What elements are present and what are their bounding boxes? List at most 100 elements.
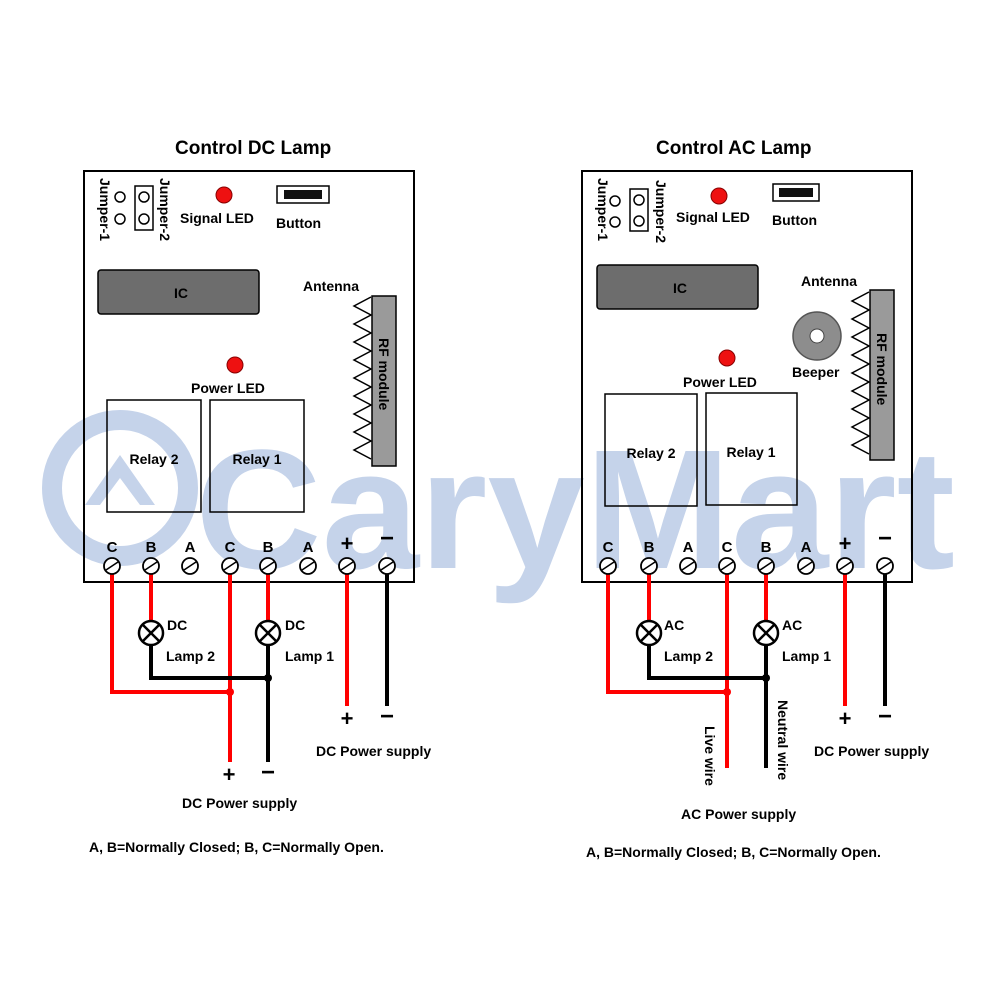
ac-screw-minus bbox=[876, 557, 894, 575]
dc-screw-c1 bbox=[221, 557, 239, 575]
ac-jumper1-pin bbox=[609, 216, 621, 228]
ac-board-supply-minus: − bbox=[878, 703, 892, 730]
dc-screw-minus bbox=[378, 557, 396, 575]
watermark-logo-mark bbox=[85, 455, 155, 505]
ac-panel-title: Control AC Lamp bbox=[656, 138, 812, 159]
dc-antenna-label: Antenna bbox=[303, 278, 359, 294]
dc-power-led bbox=[226, 356, 244, 374]
dc-terminal-label-b1: B bbox=[263, 539, 274, 556]
dc-lamp-1-type: DC bbox=[285, 617, 305, 633]
dc-screw-a1 bbox=[299, 557, 317, 575]
dc-terminal-label-b2: B bbox=[146, 539, 157, 556]
dc-lamp-supply-label: DC Power supply bbox=[182, 795, 297, 811]
dc-lamp-2-label: Lamp 2 bbox=[166, 648, 215, 664]
watermark-logo-ring bbox=[42, 410, 198, 566]
dc-wire-lamp2-return bbox=[149, 645, 268, 680]
ac-terminal-label-c2: C bbox=[603, 539, 614, 556]
ac-wire-c2 bbox=[606, 566, 727, 694]
dc-terminal-label-c1: C bbox=[225, 539, 236, 556]
dc-junction-black bbox=[264, 674, 272, 682]
dc-terminal-label-c2: C bbox=[107, 539, 118, 556]
ac-relay-2 bbox=[604, 393, 698, 507]
dc-lamp-supply-minus: − bbox=[261, 759, 275, 786]
ac-jumper1-label: Jumper-1 bbox=[595, 178, 611, 241]
dc-receiver-board bbox=[83, 170, 415, 583]
dc-signal-led-label: Signal LED bbox=[180, 210, 254, 226]
dc-screw-c2 bbox=[103, 557, 121, 575]
ac-relay-1 bbox=[705, 392, 798, 506]
ac-antenna-label: Antenna bbox=[801, 273, 857, 289]
dc-jumper2-label: Jumper-2 bbox=[157, 178, 173, 241]
dc-junction-red bbox=[226, 688, 234, 696]
ac-signal-led-label: Signal LED bbox=[676, 209, 750, 225]
dc-lamp-2-type: DC bbox=[167, 617, 187, 633]
dc-terminal-labels: C B A C B A + − bbox=[107, 525, 394, 556]
ac-power-led bbox=[718, 349, 736, 367]
ac-screw-c2 bbox=[599, 557, 617, 575]
dc-terminal-label-plus: + bbox=[341, 531, 354, 556]
dc-black-wires bbox=[149, 566, 389, 762]
dc-rf-module-label: RF module bbox=[376, 338, 392, 411]
dc-screw-b2 bbox=[142, 557, 160, 575]
ac-relay-2-label: Relay 2 bbox=[626, 445, 675, 461]
ac-screw-b1 bbox=[757, 557, 775, 575]
dc-lamp-supply-plus: + bbox=[223, 762, 236, 787]
dc-relay-2-label: Relay 2 bbox=[129, 451, 178, 467]
dc-jumper2-pin bbox=[138, 213, 150, 225]
dc-relay-1-label: Relay 1 bbox=[232, 451, 281, 467]
ac-wire-lamp2-return bbox=[647, 645, 766, 680]
ac-lamp-panel: Control AC Lamp Jumper-1 Jumper-2 Signal… bbox=[581, 138, 929, 860]
ac-screw-a2 bbox=[679, 557, 697, 575]
ac-junction-black bbox=[762, 674, 770, 682]
ac-jumper2-pin bbox=[633, 194, 645, 206]
dc-lamp-panel: Control DC Lamp Jumper-1 Jumper-2 Signal… bbox=[83, 138, 431, 855]
ac-beeper-hole bbox=[809, 328, 825, 344]
ac-button-label: Button bbox=[772, 212, 817, 228]
dc-antenna-coil bbox=[352, 296, 373, 460]
watermark: CaryMart bbox=[42, 410, 955, 605]
ac-rf-module-label: RF module bbox=[874, 333, 890, 406]
ac-antenna-coil bbox=[850, 291, 871, 455]
ac-terminal-label-minus: − bbox=[878, 525, 892, 552]
dc-wire-c2 bbox=[110, 566, 230, 694]
ac-lamp-1-icon bbox=[752, 619, 780, 647]
ac-ic-chip bbox=[596, 264, 759, 310]
ac-screw-c1 bbox=[718, 557, 736, 575]
ac-terminal-labels: C B A C B A + − bbox=[603, 525, 892, 556]
ac-jumper2-label: Jumper-2 bbox=[653, 180, 669, 243]
dc-terminal-label-minus: − bbox=[380, 525, 394, 552]
dc-jumper2-pin bbox=[138, 191, 150, 203]
dc-board-supply-label: DC Power supply bbox=[316, 743, 431, 759]
ac-screw-plus bbox=[836, 557, 854, 575]
dc-signal-led bbox=[215, 186, 233, 204]
ac-jumper2-pin bbox=[633, 215, 645, 227]
dc-jumper1-pin bbox=[114, 191, 126, 203]
dc-button-actuator bbox=[284, 190, 322, 199]
dc-terminal-label-a2: A bbox=[185, 539, 196, 556]
ac-jumper1-pin bbox=[609, 195, 621, 207]
ac-rf-module bbox=[869, 289, 895, 461]
ac-terminal-label-b1: B bbox=[761, 539, 772, 556]
ac-contact-note: A, B=Normally Closed; B, C=Normally Open… bbox=[586, 844, 881, 860]
ac-red-wires bbox=[606, 566, 847, 768]
dc-power-led-label: Power LED bbox=[191, 380, 265, 396]
ac-terminal-label-b2: B bbox=[644, 539, 655, 556]
ac-lamp-1-label: Lamp 1 bbox=[782, 648, 831, 664]
dc-board-supply-plus: + bbox=[341, 706, 354, 731]
ac-screw-b2 bbox=[640, 557, 658, 575]
ac-board-supply-label: DC Power supply bbox=[814, 743, 929, 759]
ac-lamp-1-type: AC bbox=[782, 617, 802, 633]
dc-relay-2 bbox=[106, 399, 202, 513]
dc-screw-plus bbox=[338, 557, 356, 575]
dc-lamp-1-icon bbox=[254, 619, 282, 647]
dc-panel-title: Control DC Lamp bbox=[175, 138, 331, 159]
dc-screw-b1 bbox=[259, 557, 277, 575]
dc-red-wires bbox=[110, 566, 349, 762]
ac-ic-label: IC bbox=[673, 280, 687, 296]
ac-power-led-label: Power LED bbox=[683, 374, 757, 390]
ac-relay-1-label: Relay 1 bbox=[726, 444, 775, 460]
ac-terminal-screws bbox=[599, 557, 894, 575]
ac-lamp-2-icon bbox=[635, 619, 663, 647]
dc-lamp-2-icon bbox=[137, 619, 165, 647]
